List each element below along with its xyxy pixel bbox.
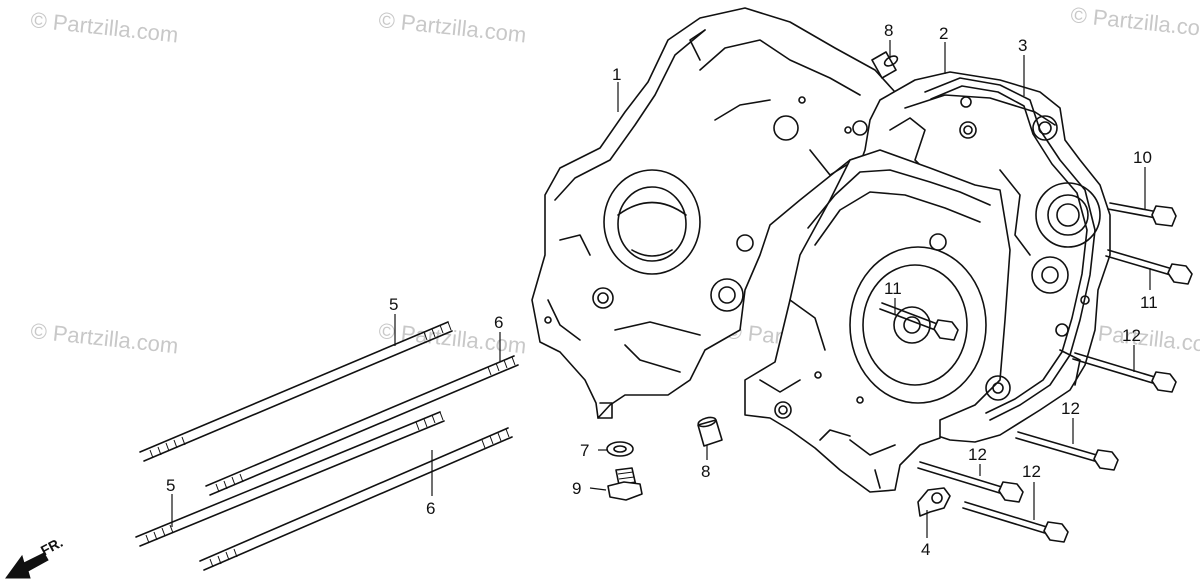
bolt-part-12-a (1072, 352, 1177, 393)
bolt-part-12-c (917, 461, 1024, 503)
callout-2: 2 (939, 24, 948, 43)
gasket-part-2 (924, 77, 1096, 421)
callout-5-upper: 5 (389, 295, 398, 314)
callout-6-lower: 6 (426, 499, 435, 518)
washer-part-7 (606, 441, 634, 457)
stud-bolt-part-6-lower (199, 427, 513, 571)
callout-11-right: 11 (1140, 293, 1158, 312)
drain-bolt-part-9 (607, 467, 643, 501)
callout-7: 7 (580, 441, 589, 460)
callout-11-center: 11 (884, 279, 902, 298)
bolt-part-11-right (1105, 249, 1193, 285)
clamp-part-4 (917, 487, 951, 517)
stud-bolt-part-6-upper (205, 355, 519, 496)
leader-lines (171, 40, 1151, 538)
dowel-pin-part-8-bottom (697, 416, 723, 447)
bolt-part-12-d (962, 501, 1069, 543)
callout-12-b: 12 (1061, 399, 1080, 418)
front-direction-indicator: FR. (5, 534, 65, 579)
callout-9: 9 (572, 479, 581, 498)
watermark: © Partzilla.com (29, 7, 179, 47)
bolt-part-11-center (879, 302, 959, 341)
right-crankcase-front-section (744, 149, 1011, 493)
dowel-pin-part-8-top (871, 51, 899, 79)
bolt-part-10 (1107, 202, 1177, 227)
watermark: © Partzilla.com (1069, 2, 1200, 42)
callout-8-top: 8 (884, 21, 893, 40)
callouts: 1 8 2 3 10 11 11 12 12 12 12 4 8 7 9 5 6… (166, 21, 1158, 559)
bolt-part-12-b (1015, 431, 1119, 471)
watermark: © Partzilla.com (377, 7, 527, 47)
callout-1: 1 (612, 65, 621, 84)
callout-4: 4 (921, 540, 930, 559)
callout-10: 10 (1133, 148, 1152, 167)
stud-bolt-part-5-lower (135, 411, 445, 547)
stud-bolt-part-5-upper (139, 321, 453, 462)
callout-5-lower: 5 (166, 476, 175, 495)
callout-3: 3 (1018, 36, 1027, 55)
callout-8-bottom: 8 (701, 462, 710, 481)
callout-12-d: 12 (1022, 462, 1041, 481)
callout-12-a: 12 (1122, 326, 1141, 345)
callout-6-upper: 6 (494, 313, 503, 332)
watermark: © Partzilla.com (29, 318, 179, 358)
front-arrow-icon (5, 552, 49, 579)
callout-12-c: 12 (968, 445, 987, 464)
